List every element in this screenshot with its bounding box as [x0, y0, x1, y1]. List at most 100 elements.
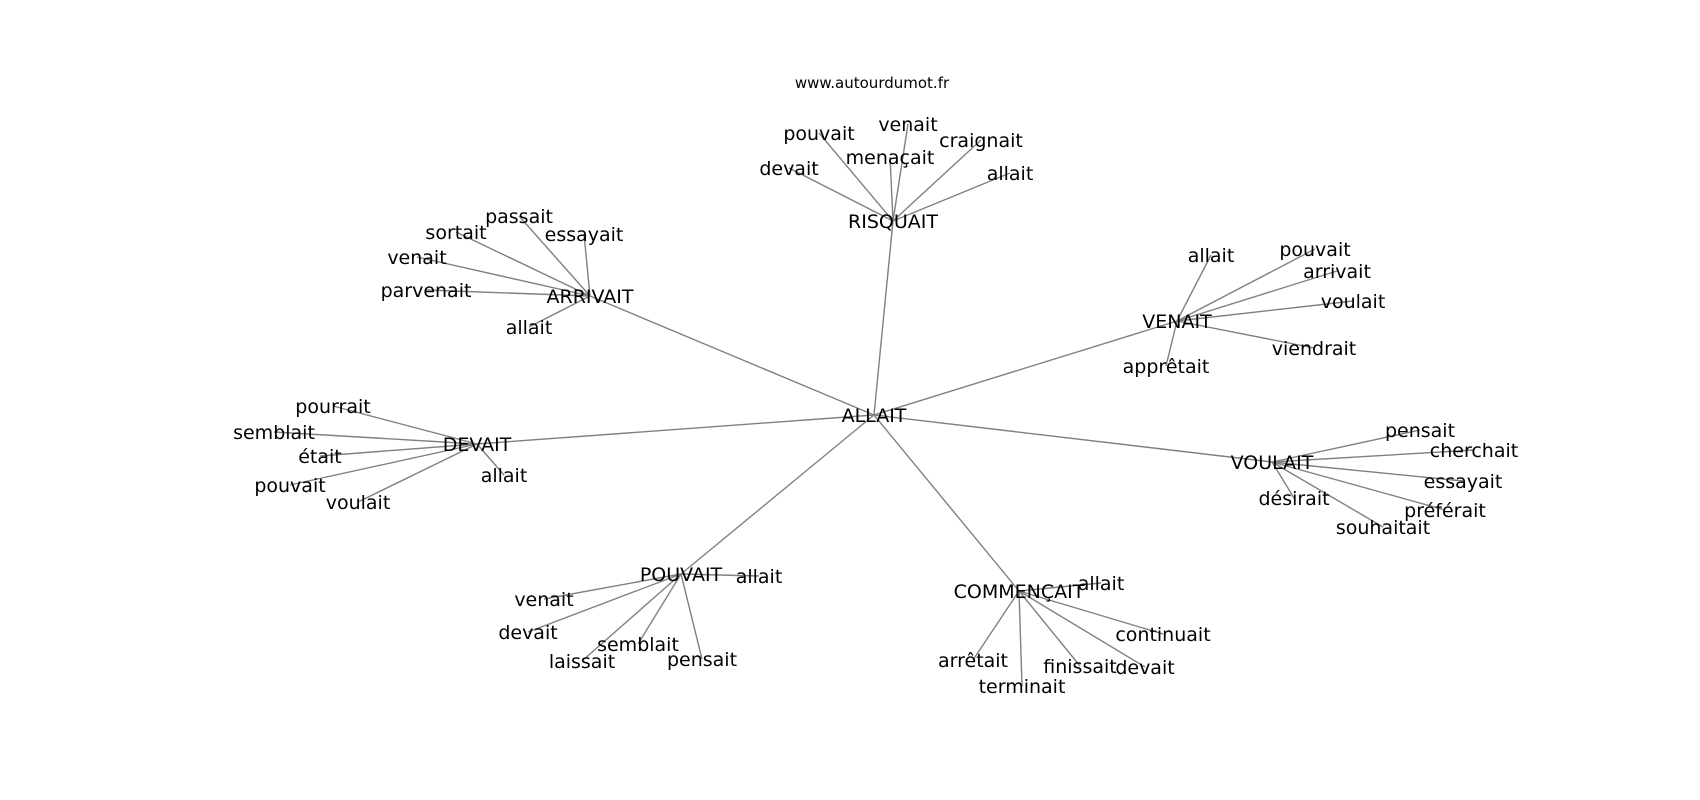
related-word: était: [298, 446, 342, 468]
edge-hub-to-word: [1271, 429, 1421, 463]
related-word: laissait: [549, 651, 615, 673]
hub-word: DEVAIT: [443, 434, 512, 456]
related-word: allait: [481, 465, 528, 487]
related-word: semblait: [233, 422, 315, 444]
center-word: ALLAIT: [842, 405, 907, 427]
edge-hub-to-word: [543, 573, 682, 600]
edge-hub-to-word: [680, 573, 760, 577]
edge-hub-to-word: [1271, 461, 1446, 511]
related-word: voulait: [326, 492, 391, 514]
edge-hub-to-word: [1018, 590, 1164, 635]
edge-center-to-hub: [680, 414, 875, 575]
edge-center-to-hub: [873, 220, 894, 416]
related-word: arrivait: [1303, 261, 1371, 283]
related-word: pourrait: [295, 396, 370, 418]
related-word: allait: [736, 566, 783, 588]
hub-word: RISQUAIT: [848, 211, 938, 233]
edge-hub-to-word: [583, 233, 591, 297]
edge-hub-to-word: [889, 156, 894, 222]
edge-hub-to-word: [1176, 248, 1316, 322]
related-word: parvenait: [381, 280, 472, 302]
edge-hub-to-word: [357, 443, 478, 503]
edge-hub-to-word: [892, 123, 909, 222]
edge-hub-to-word: [1271, 461, 1384, 528]
related-word: viendrait: [1272, 338, 1357, 360]
edge-center-to-hub: [589, 295, 875, 416]
related-word: pouvait: [254, 475, 325, 497]
edge-hub-to-word: [1271, 449, 1475, 463]
edge-hub-to-word: [972, 590, 1020, 661]
edge-hub-to-word: [637, 573, 682, 645]
edge-hub-to-word: [1018, 590, 1146, 668]
related-word: apprêtait: [1123, 356, 1210, 378]
source-watermark: www.autourdumot.fr: [795, 74, 950, 92]
related-word: pensait: [1385, 420, 1455, 442]
edge-hub-to-word: [892, 172, 1011, 222]
edge-hub-to-word: [1176, 270, 1338, 322]
edge-hub-to-word: [1271, 461, 1464, 482]
edge-hub-to-word: [518, 215, 591, 297]
edge-hub-to-word: [892, 139, 982, 222]
related-word: allait: [1078, 573, 1125, 595]
hub-word: VENAIT: [1142, 311, 1212, 333]
related-word: venait: [387, 247, 446, 269]
edge-hub-to-word: [455, 231, 591, 297]
edge-hub-to-word: [1271, 461, 1295, 499]
related-word: devait: [759, 158, 818, 180]
related-word: préférait: [1404, 500, 1486, 522]
edges: [273, 123, 1475, 687]
hub-word: COMMENÇAIT: [954, 581, 1085, 603]
related-word: menaçait: [846, 147, 935, 169]
related-word: finissait: [1043, 656, 1116, 678]
related-word: essayait: [1424, 471, 1503, 493]
edge-hub-to-word: [1018, 590, 1081, 667]
edge-hub-to-word: [527, 573, 682, 633]
edge-hub-to-word: [1176, 254, 1212, 322]
related-word: voulait: [1321, 291, 1386, 313]
related-word: allait: [506, 317, 553, 339]
related-word: arrêtait: [938, 650, 1008, 672]
related-word: allait: [1188, 245, 1235, 267]
related-word: pouvait: [783, 123, 854, 145]
edge-center-to-hub: [873, 320, 1178, 416]
hub-word: VOULAIT: [1231, 452, 1314, 474]
edge-hub-to-word: [273, 431, 478, 445]
related-word: essayait: [545, 224, 624, 246]
related-word: passait: [485, 206, 553, 228]
edge-hub-to-word: [416, 256, 591, 297]
related-word: craignait: [939, 130, 1023, 152]
edge-hub-to-word: [528, 295, 591, 328]
related-word: cherchait: [1430, 440, 1518, 462]
related-word: continuait: [1115, 624, 1210, 646]
edge-hub-to-word: [1176, 320, 1315, 349]
related-word: sortait: [425, 222, 486, 244]
related-word: semblait: [597, 634, 679, 656]
labels: www.autourdumot.fr ALLAIT RISQUAIT pouvait…: [233, 74, 1518, 698]
edge-hub-to-word: [425, 289, 591, 297]
related-word: allait: [987, 163, 1034, 185]
related-word: terminait: [979, 676, 1066, 698]
edge-hub-to-word: [476, 443, 505, 476]
edge-hub-to-word: [319, 443, 478, 457]
hub-word: ARRIVAIT: [547, 286, 634, 308]
hub-word: POUVAIT: [640, 564, 723, 586]
related-word: venait: [878, 114, 937, 136]
related-word: pensait: [667, 649, 737, 671]
edge-hub-to-word: [788, 167, 894, 222]
edge-hub-to-word: [818, 132, 894, 222]
related-word: venait: [514, 589, 573, 611]
related-word: devait: [1115, 657, 1174, 679]
related-word: devait: [498, 622, 557, 644]
edge-hub-to-word: [581, 573, 682, 662]
related-word: désirait: [1258, 488, 1329, 510]
edge-center-to-hub: [873, 414, 1020, 592]
related-word: souhaitait: [1336, 517, 1430, 539]
edge-hub-to-word: [1018, 582, 1102, 592]
edge-center-to-hub: [873, 414, 1273, 463]
edge-hub-to-word: [1165, 320, 1178, 367]
edge-hub-to-word: [1018, 590, 1023, 687]
edge-hub-to-word: [289, 443, 478, 486]
related-word: pouvait: [1279, 239, 1350, 261]
edge-hub-to-word: [332, 405, 478, 445]
